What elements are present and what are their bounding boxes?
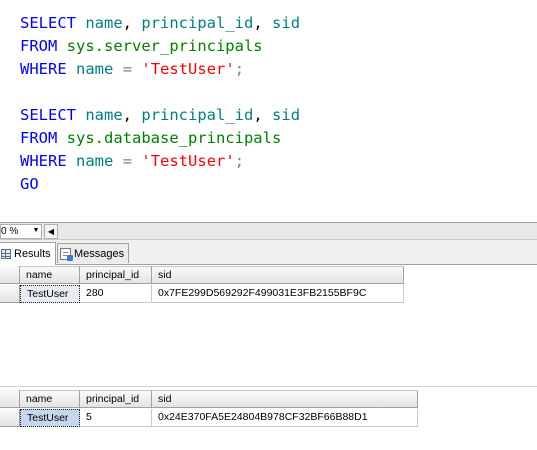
chevron-down-icon[interactable]: ▼: [32, 227, 40, 234]
table-row[interactable]: TestUser 280 0x7FE299D569292F499031E3FB2…: [0, 285, 404, 303]
pane-divider: [0, 386, 537, 387]
code-line[interactable]: GO: [20, 173, 300, 196]
grid2-cell-sid[interactable]: 0x24E370FA5E24804B978CF32BF66B88D1: [152, 409, 418, 427]
grid1-cell-principal-id[interactable]: 280: [80, 285, 152, 303]
code-token: WHERE: [20, 60, 67, 78]
tab-messages-label: Messages: [74, 247, 125, 260]
code-token: 'TestUser': [141, 60, 235, 78]
code-token: GO: [20, 175, 39, 193]
zoom-value: 0 %: [1, 226, 19, 237]
zoom-combobox[interactable]: 0 %: [0, 224, 42, 239]
grid1-col-principal-id[interactable]: principal_id: [80, 266, 152, 284]
code-token: ,: [253, 14, 263, 32]
grid1-corner-header[interactable]: [0, 266, 20, 284]
code-token: ;: [234, 152, 245, 170]
code-token: 'TestUser': [141, 152, 235, 170]
grid2-col-name[interactable]: name: [20, 390, 80, 408]
code-token: =: [122, 152, 133, 170]
code-line[interactable]: WHERE name = 'TestUser';: [20, 150, 300, 173]
grid2-cell-name[interactable]: TestUser: [20, 409, 80, 427]
grid2-row-header[interactable]: [0, 409, 20, 427]
code-line[interactable]: FROM sys.server_principals: [20, 35, 300, 58]
code-token: [76, 106, 85, 124]
grid1-col-name[interactable]: name: [20, 266, 80, 284]
grid2-cell-principal-id[interactable]: 5: [80, 409, 152, 427]
grid2-col-principal-id[interactable]: principal_id: [80, 390, 152, 408]
code-token: [67, 152, 76, 170]
results-pane-1: name principal_id sid TestUser 280 0x7FE…: [0, 265, 537, 385]
code-token: name: [76, 60, 114, 78]
grid2-col-sid[interactable]: sid: [152, 390, 418, 408]
code-token: SELECT: [20, 14, 76, 32]
code-token: ,: [122, 106, 133, 124]
code-token: [132, 60, 141, 78]
code-token: sys.server_principals: [66, 37, 263, 55]
code-token: name: [85, 14, 123, 32]
code-token: name: [76, 152, 114, 170]
code-token: [113, 60, 122, 78]
grid2-header-row: name principal_id sid: [0, 390, 418, 408]
code-token: =: [122, 60, 133, 78]
tab-results-label: Results: [14, 248, 51, 260]
code-token: ,: [253, 106, 263, 124]
results-tabstrip: Results Messages: [0, 240, 537, 265]
code-line[interactable]: [20, 81, 300, 104]
code-token: [132, 152, 141, 170]
grid2-corner-header[interactable]: [0, 390, 20, 408]
code-line[interactable]: SELECT name, principal_id, sid: [20, 104, 300, 127]
grid1-row-header[interactable]: [0, 285, 20, 303]
tab-messages[interactable]: Messages: [57, 243, 130, 263]
code-token: sid: [272, 14, 301, 32]
code-token: name: [85, 106, 123, 124]
grid1-cell-sid[interactable]: 0x7FE299D569292F499031E3FB2155BF9C: [152, 285, 404, 303]
code-line[interactable]: WHERE name = 'TestUser';: [20, 58, 300, 81]
code-token: sys.database_principals: [66, 129, 282, 147]
scroll-left-icon[interactable]: ◀: [44, 224, 58, 239]
table-row[interactable]: TestUser 5 0x24E370FA5E24804B978CF32BF66…: [0, 409, 418, 427]
code-token: sid: [272, 106, 301, 124]
code-token: [263, 14, 272, 32]
grid-icon: [1, 249, 11, 259]
tab-results[interactable]: Results: [0, 242, 56, 265]
grid1-col-sid[interactable]: sid: [152, 266, 404, 284]
code-token: ;: [234, 60, 245, 78]
code-token: [263, 106, 272, 124]
code-token: FROM: [20, 37, 58, 55]
code-token: WHERE: [20, 152, 67, 170]
code-token: [132, 14, 141, 32]
grid1-cell-name[interactable]: TestUser: [20, 285, 80, 303]
code-token: [67, 60, 76, 78]
grid1-header-row: name principal_id sid: [0, 266, 404, 284]
code-token: [113, 152, 122, 170]
code-token: principal_id: [141, 106, 254, 124]
code-token: ,: [122, 14, 133, 32]
code-token: [132, 106, 141, 124]
code-token: principal_id: [141, 14, 254, 32]
code-token: FROM: [20, 129, 58, 147]
messages-icon: [60, 247, 73, 261]
results-pane-2: name principal_id sid TestUser 5 0x24E37…: [0, 390, 537, 450]
code-token: [76, 14, 85, 32]
code-token: [57, 37, 66, 55]
code-token: [57, 129, 66, 147]
editor-status-bar: 0 % ▼ ◀: [0, 222, 537, 240]
code-token: SELECT: [20, 106, 76, 124]
code-line[interactable]: SELECT name, principal_id, sid: [20, 12, 300, 35]
code-line[interactable]: FROM sys.database_principals: [20, 127, 300, 150]
